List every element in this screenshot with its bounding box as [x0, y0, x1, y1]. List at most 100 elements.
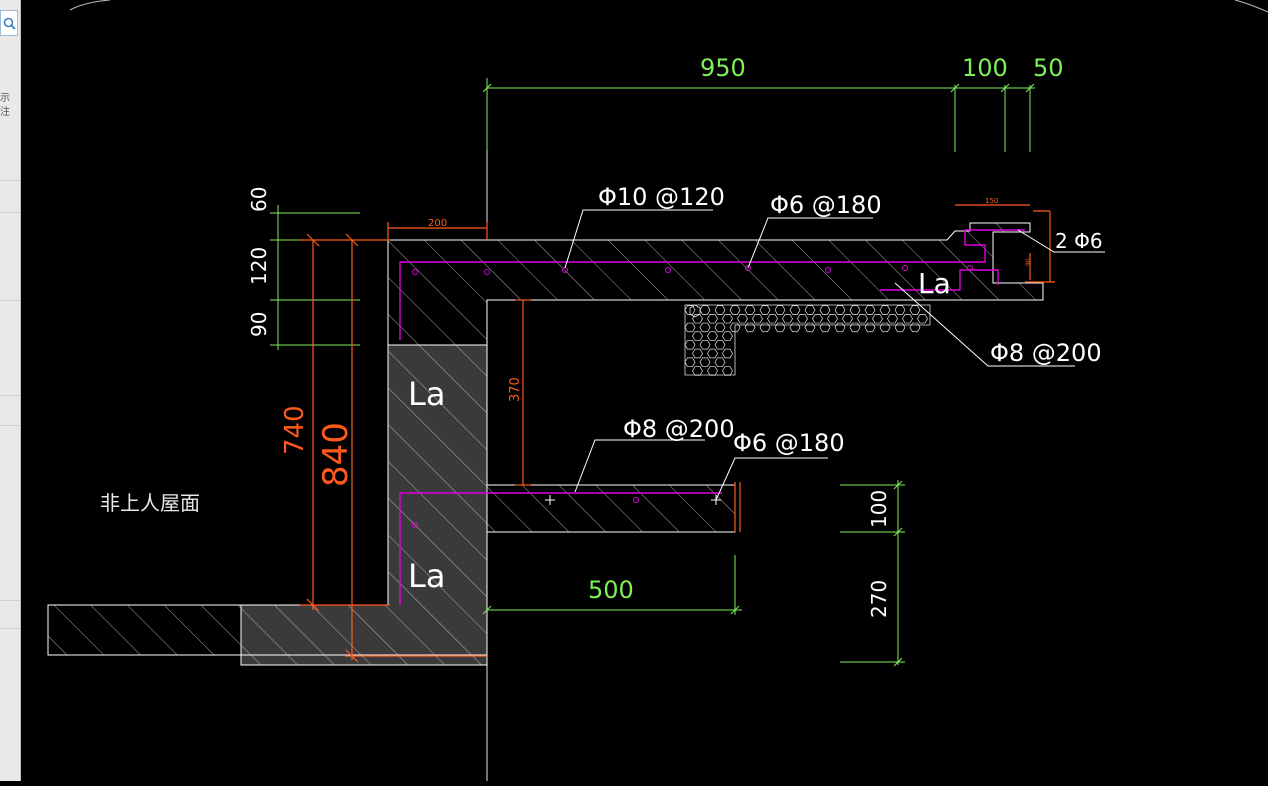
green-dim-text: 950 100 50 500 [588, 54, 1064, 604]
dim-840: 840 [316, 422, 356, 487]
label-phi6-180-top: Φ6 @180 [770, 191, 882, 219]
dim-950: 950 [700, 54, 746, 82]
green-dimensions [270, 78, 1035, 667]
insulation-cell [707, 348, 718, 359]
insulation-cell [804, 322, 816, 333]
orange-dim-text: 740 840 200 370 150 90 [280, 197, 1032, 487]
anchor-labels: La La La [408, 267, 951, 595]
insulation-cell [744, 322, 756, 333]
anchor-label-la-2: La [408, 557, 445, 595]
insulation-cell [699, 340, 711, 350]
insulation-cell [872, 314, 883, 324]
insulation-cell [774, 322, 786, 333]
insulation-cell [714, 305, 726, 315]
label-2phi6: 2 Φ6 [1055, 229, 1103, 253]
insulation-cell [692, 314, 703, 324]
dim-120: 120 [247, 247, 271, 285]
roof-note: 非上人屋面 [100, 491, 200, 515]
dim-90-small: 90 [1025, 258, 1032, 266]
insulation-cell [692, 366, 703, 376]
label-phi6-180-mid: Φ6 @180 [733, 429, 845, 457]
dim-100-top: 100 [962, 54, 1008, 82]
insulation-cell [699, 322, 711, 333]
parapet-detail-drawing: 950 100 50 500 60 120 90 100 270 [47, 0, 1268, 781]
anchor-label-la-3: La [918, 267, 951, 300]
anchor-label-la-1: La [408, 375, 445, 413]
side-toolbar: 示 注 [0, 0, 21, 781]
side-panel-text: 示 注 [0, 93, 10, 118]
insulation-cell [834, 305, 846, 315]
insulation-cell [819, 322, 831, 333]
insulation-cell [887, 314, 898, 324]
white-dim-text: 60 120 90 100 270 [247, 187, 891, 618]
insulation-cell [857, 314, 868, 324]
dim-100-right: 100 [867, 490, 891, 528]
orange-dimensions [300, 204, 1055, 663]
insulation-cell [894, 322, 906, 333]
insulation-pattern [684, 304, 931, 376]
insulation-cell [879, 305, 891, 315]
dim-60: 60 [247, 187, 271, 212]
insulation-cell [909, 305, 921, 315]
cad-canvas[interactable]: 950 100 50 500 60 120 90 100 270 [21, 0, 1268, 781]
search-icon [3, 17, 16, 30]
insulation-cell [729, 322, 741, 333]
insulation-cell [789, 305, 801, 315]
insulation-cell [849, 322, 861, 333]
insulation-cell [917, 314, 928, 324]
insulation-cell [729, 305, 741, 315]
insulation-cell [864, 322, 876, 333]
rebar-label-text: Φ10 @120 Φ6 @180 2 Φ6 Φ8 @200 Φ8 @200 Φ6… [598, 183, 1103, 457]
search-button[interactable] [0, 10, 18, 36]
rebar-dots [412, 265, 973, 528]
insulation-cell [707, 331, 718, 341]
insulation-cell [894, 305, 906, 315]
insulation-cell [864, 305, 876, 315]
insulation-cell [699, 305, 711, 315]
insulation-cell [744, 305, 756, 315]
insulation-cell [842, 314, 853, 324]
insulation-cell [879, 322, 891, 333]
leader-lines [564, 209, 1105, 501]
insulation-cell [849, 305, 861, 315]
insulation-cell [684, 322, 696, 333]
viewport-arc [69, 0, 111, 11]
insulation-cell [714, 340, 726, 350]
label-phi8-200-mid: Φ8 @200 [623, 415, 735, 443]
insulation-cell [767, 314, 778, 324]
dim-270: 270 [867, 580, 891, 618]
dim-150: 150 [985, 197, 998, 205]
insulation-cell [812, 314, 823, 324]
dim-740: 740 [280, 405, 310, 455]
insulation-cell [819, 305, 831, 315]
insulation-cell [752, 314, 763, 324]
insulation-cell [834, 322, 846, 333]
insulation-cell [782, 314, 793, 324]
insulation-cell [789, 322, 801, 333]
insulation-cell [759, 305, 771, 315]
label-phi10-120: Φ10 @120 [598, 183, 725, 211]
insulation-cell [714, 357, 726, 367]
insulation-cell [759, 322, 771, 333]
label-phi8-200-right: Φ8 @200 [990, 339, 1102, 367]
insulation-cell [827, 314, 838, 324]
insulation-cell [909, 322, 921, 333]
insulation-cell [797, 314, 808, 324]
insulation-cell [722, 331, 733, 341]
dim-500: 500 [588, 576, 634, 604]
insulation-cell [692, 331, 703, 341]
dim-370: 370 [508, 377, 523, 402]
insulation-cell [707, 366, 718, 376]
insulation-cell [722, 314, 733, 324]
insulation-cell [902, 314, 913, 324]
insulation-cell [722, 366, 733, 376]
rebar-crosses [545, 495, 721, 505]
insulation-cell [684, 305, 696, 315]
rebar-lines [399, 229, 1025, 605]
insulation-cell [774, 305, 786, 315]
dim-50: 50 [1033, 54, 1064, 82]
concrete-section [47, 222, 1044, 666]
insulation-cell [714, 322, 726, 333]
insulation-cell [707, 314, 718, 324]
viewport-arc [1234, 0, 1268, 13]
